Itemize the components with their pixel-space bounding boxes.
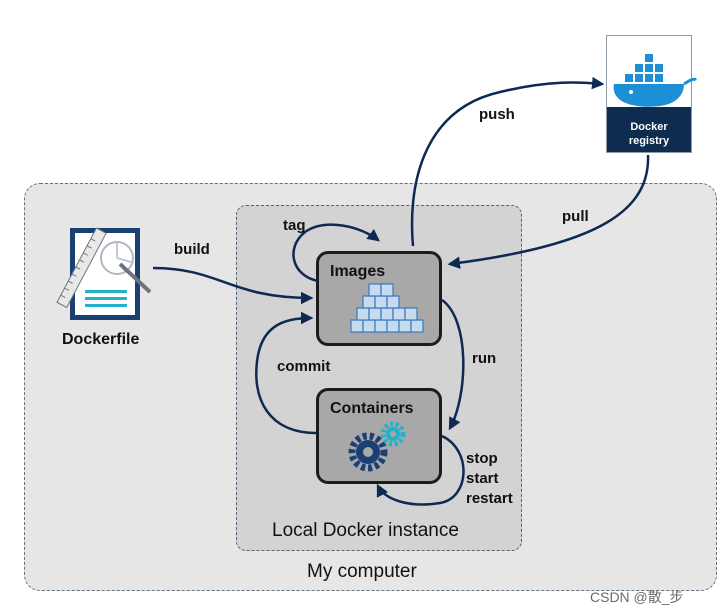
gears-icon bbox=[348, 421, 406, 472]
pull-label: pull bbox=[562, 208, 589, 225]
watermark: CSDN @散_步 bbox=[590, 589, 684, 605]
run-label: run bbox=[472, 350, 497, 367]
start-label: start bbox=[466, 470, 499, 487]
restart-label: restart bbox=[466, 490, 513, 507]
commit-arrow bbox=[255, 311, 317, 435]
my-computer-label: My computer bbox=[307, 561, 417, 582]
registry-label-line1: Docker bbox=[630, 121, 668, 133]
docker-registry-label: Docker registry bbox=[607, 120, 691, 148]
registry-label-line2: registry bbox=[628, 135, 670, 147]
lifecycle-arrow bbox=[376, 434, 465, 506]
dockerfile-icon bbox=[56, 227, 152, 320]
stop-label: stop bbox=[466, 450, 498, 467]
local-instance-label: Local Docker instance bbox=[272, 520, 459, 541]
tag-label: tag bbox=[283, 217, 306, 234]
run-arrow bbox=[441, 298, 465, 431]
build-arrow bbox=[152, 266, 314, 305]
push-arrow bbox=[410, 76, 605, 247]
images-title: Images bbox=[330, 263, 386, 280]
pull-arrow bbox=[447, 154, 650, 269]
docker-whale-icon bbox=[613, 54, 698, 107]
image-stack-icon bbox=[350, 283, 424, 333]
containers-title: Containers bbox=[330, 400, 414, 417]
push-label: push bbox=[479, 106, 515, 123]
build-label: build bbox=[174, 241, 210, 258]
commit-label: commit bbox=[277, 358, 331, 375]
dockerfile-label: Dockerfile bbox=[62, 331, 140, 348]
docker-registry-band bbox=[607, 107, 691, 152]
tag-arrow bbox=[292, 223, 380, 283]
